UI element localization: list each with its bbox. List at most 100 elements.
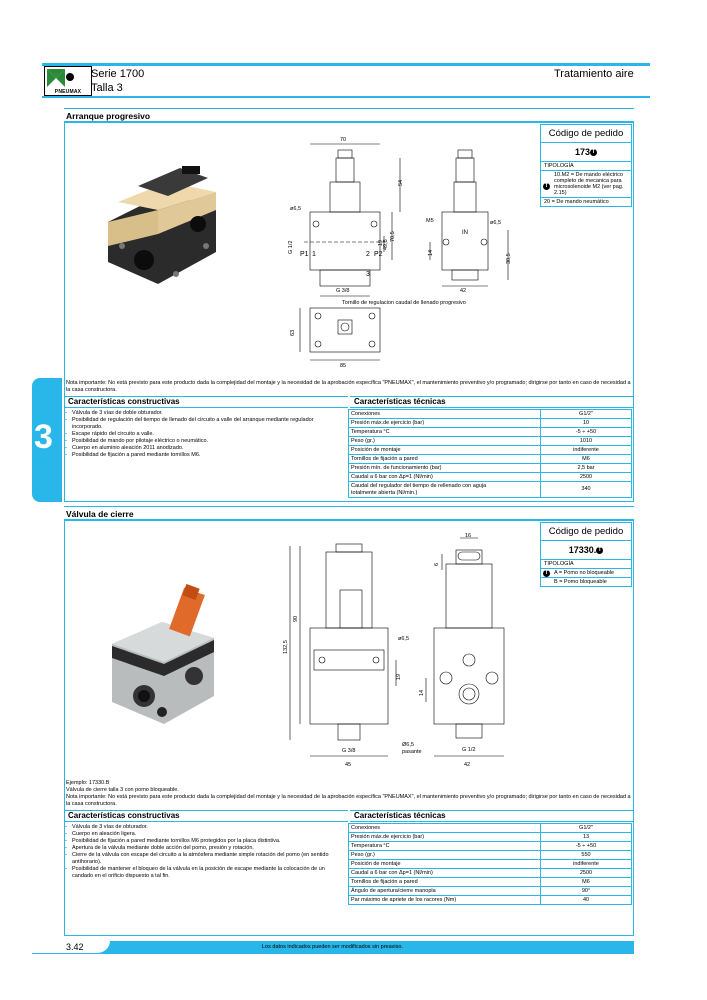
list-item: Cuerpo en aluminio aleación 2011 anodiza… xyxy=(64,445,342,452)
dim-g38-b: G 3/8 xyxy=(342,748,355,754)
spec-value: 10 xyxy=(540,418,632,428)
order-code-text: 173 xyxy=(574,147,591,157)
spec-label: Caudal a 6 bar con Δp=1 (Nl/min) xyxy=(348,472,541,482)
table-row: Caudal del regulador del tiempo de relle… xyxy=(348,481,632,498)
order-code-heading: Código de pedido xyxy=(541,125,631,143)
table-row: Peso (gr.)1010 xyxy=(348,436,632,446)
dim-6-5a: ø6,5 xyxy=(290,206,301,212)
spec-label: Par máximo de apriete de los racores (Nm… xyxy=(348,895,541,905)
pneumax-logo: PNEUMAX xyxy=(44,66,92,96)
type-option-2: 20 = De mando neumático xyxy=(544,199,609,205)
spec-value: 2500 xyxy=(540,472,632,482)
technical-title-1: Características técnicas xyxy=(350,396,634,408)
spec-label: Presión mín. de funcionamiento (bar) xyxy=(348,463,541,473)
example-line-2: Válvula de cierre talla 3 con pomo bloqu… xyxy=(66,787,179,793)
spec-value: G1/2" xyxy=(540,409,632,419)
spec-value: 1010 xyxy=(540,436,632,446)
spec-value: indiferente xyxy=(540,445,632,455)
spec-label: Caudal a 6 bar con Δp=1 (Nl/min) xyxy=(348,868,541,878)
type-option-text: 10.M2 = De mando eléctrico completo de m… xyxy=(554,172,624,196)
table-row: Peso (gr.)550 xyxy=(348,850,632,860)
spec-label: Posición de montaje xyxy=(348,859,541,869)
dim-6-5b: ø6,5 xyxy=(490,220,501,226)
dim-g12: G 1/2 xyxy=(288,241,294,254)
spec-label: Peso (gr.) xyxy=(348,850,541,860)
list-item: Posibilidad de fijación a pared mediante… xyxy=(64,452,342,459)
constructive-title-2: Características constructivas xyxy=(64,810,348,822)
spec-label: Conexiones xyxy=(348,409,541,419)
list-item: Cierre de la válvula con escape del circ… xyxy=(64,852,342,866)
example-line-1: Ejemplo: 17330.B xyxy=(66,780,110,786)
screw-label: Tornillo de regulacion caudal de llenado… xyxy=(342,300,466,306)
shut-off-valve-photo xyxy=(112,584,214,724)
dim-90: 90 xyxy=(293,616,299,622)
list-item: Posibilidad de mantener el bloqueo de la… xyxy=(64,866,342,880)
spec-label: Presión máx.de ejercicio (bar) xyxy=(348,832,541,842)
port-p1: P1 xyxy=(300,251,309,258)
spec-label: Tornillos de fijación a pared xyxy=(348,454,541,464)
dim-63: 63 xyxy=(290,330,296,336)
spec-value: G1/2" xyxy=(540,823,632,833)
type-label: TIPOLOGÍA xyxy=(541,162,631,171)
dim-49-5: 49,5 xyxy=(383,239,389,250)
order-code-value: 17330.T xyxy=(541,541,631,560)
spec-value: -5 ÷ +50 xyxy=(540,841,632,851)
type-option-text: B = Pomo bloqueable xyxy=(554,579,607,585)
port-1: 1 xyxy=(312,251,316,258)
spec-value: 40 xyxy=(540,895,632,905)
dim-g12-b: G 1/2 xyxy=(462,747,475,753)
spec-label: Ángulo de apertura/cierre manopla xyxy=(348,886,541,896)
dim-30-5: 30,5 xyxy=(506,253,512,264)
type-marker-icon: T xyxy=(543,570,550,577)
spec-value: 550 xyxy=(540,850,632,860)
type-label: TIPOLOGÍA xyxy=(541,560,631,569)
dim-hole: Ø6,5 xyxy=(402,742,414,748)
dim-70-5: 70,5 xyxy=(390,231,396,242)
spec-label: Peso (gr.) xyxy=(348,436,541,446)
progressive-start-drawing: 70 54 70,5 49,5 19 ø6,5 G 1/2 P1 1 2 P2 … xyxy=(288,137,512,369)
table-row: Presión máx.de ejercicio (bar)13 xyxy=(348,832,632,842)
page-number: 3.42 xyxy=(32,941,110,954)
list-item: Cuerpo en aleación ligera. xyxy=(64,831,342,838)
dim-14: 14 xyxy=(428,250,434,256)
type-marker-icon: T xyxy=(590,149,598,157)
dim-19: 19 xyxy=(378,240,384,246)
size-title: Talla 3 xyxy=(91,82,123,94)
table-row: Caudal a 6 bar con Δp=1 (Nl/min)2500 xyxy=(348,472,632,482)
spec-value: M6 xyxy=(540,454,632,464)
type-option-1: T 10.M2 = De mando eléctrico completo de… xyxy=(541,171,631,198)
shut-off-valve-drawing: 16 6 90 132,5 ø6,5 19 14 G 3/8 45 Ø6,5 p… xyxy=(283,533,505,768)
list-item: Posibilidad de regulación del tiempo de … xyxy=(64,417,342,431)
constructive-list-2: Válvula de 3 vías de obturador. Cuerpo e… xyxy=(64,824,342,880)
chapter-tab: 3 xyxy=(32,378,62,502)
constructive-list-1: Válvula de 3 vías de doble obturador. Po… xyxy=(64,410,342,459)
spec-label: Posición de montaje xyxy=(348,445,541,455)
spec-value: 90° xyxy=(540,886,632,896)
port-3: 3 xyxy=(366,271,370,278)
port-p2: P2 xyxy=(374,251,383,258)
type-marker-icon: T xyxy=(596,547,604,555)
technical-title-2: Características técnicas xyxy=(350,810,634,822)
section-2-title: Válvula de cierre xyxy=(64,506,634,520)
type-option-2: B = Pomo bloqueable xyxy=(541,578,631,586)
dim-14-b: 14 xyxy=(419,690,425,696)
spec-label: Caudal del regulador del tiempo de relle… xyxy=(348,481,541,498)
header-top-rule xyxy=(42,63,650,66)
type-option-text: A = Pomo no bloqueable xyxy=(554,570,615,576)
dim-m5: M5 xyxy=(426,218,434,224)
table-row: Presión máx.de ejercicio (bar)10 xyxy=(348,418,632,428)
logo-mark-icon xyxy=(47,69,74,87)
dim-45: 45 xyxy=(345,762,351,768)
order-code-text: 17330. xyxy=(568,545,597,555)
spec-value: indiferente xyxy=(540,859,632,869)
spec-value: 340 xyxy=(540,481,632,498)
